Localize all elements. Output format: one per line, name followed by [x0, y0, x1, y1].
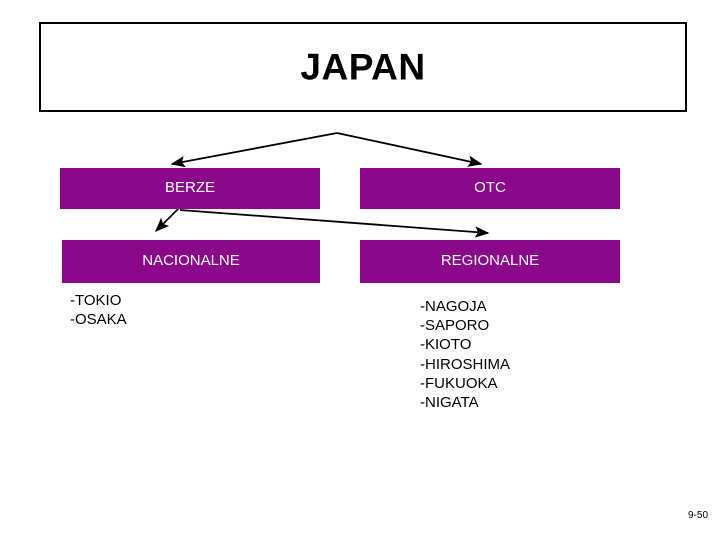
box-nacionalne[interactable]: NACIONALNE [62, 240, 320, 283]
box-regionalne[interactable]: REGIONALNE [360, 240, 620, 283]
page-title: JAPAN [300, 46, 426, 88]
box-otc[interactable]: OTC [360, 168, 620, 209]
arrow-title-to-otc [336, 132, 483, 167]
box-berze[interactable]: BERZE [60, 168, 320, 209]
box-nacionalne-label: NACIONALNE [142, 252, 240, 270]
box-otc-label: OTC [474, 179, 506, 197]
city-list-national: -TOKIO -OSAKA [70, 292, 127, 329]
box-berze-label: BERZE [164, 179, 215, 197]
page-number: 9-50 [687, 510, 708, 521]
city-list-regional: -NAGOJA -SAPORO -KIOTO -HIROSHIMA -FUKUO… [420, 298, 510, 411]
title-box: JAPAN [39, 22, 687, 112]
arrow-berze-to-regionalne [179, 209, 490, 238]
arrow-title-to-berze [170, 132, 338, 168]
box-regionalne-label: REGIONALNE [440, 252, 540, 270]
arrow-berze-to-nacionalne [154, 206, 181, 233]
